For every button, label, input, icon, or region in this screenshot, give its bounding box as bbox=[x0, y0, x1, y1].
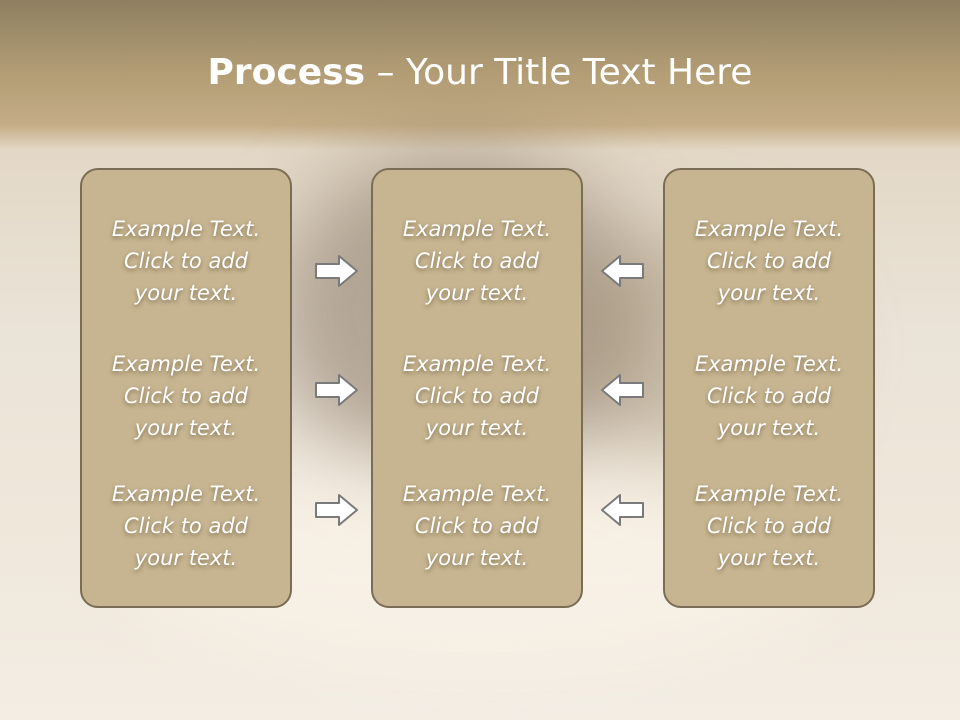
text-line: your text. bbox=[134, 546, 238, 570]
text-line: Click to add bbox=[123, 514, 248, 538]
text-line: your text. bbox=[717, 546, 821, 570]
text-line: Click to add bbox=[414, 384, 539, 408]
process-panel-right: Example Text. Click to add your text. Ex… bbox=[663, 168, 875, 608]
text-line: Click to add bbox=[414, 249, 539, 273]
left-arrow-icon bbox=[601, 494, 644, 526]
text-line: your text. bbox=[425, 546, 529, 570]
text-line: Click to add bbox=[706, 249, 831, 273]
title-bold: Process bbox=[207, 52, 366, 93]
text-placeholder[interactable]: Example Text. Click to add your text. bbox=[82, 478, 290, 574]
process-panel-left: Example Text. Click to add your text. Ex… bbox=[80, 168, 292, 608]
text-line: Example Text. bbox=[402, 352, 552, 376]
text-line: Click to add bbox=[706, 384, 831, 408]
text-placeholder[interactable]: Example Text. Click to add your text. bbox=[373, 478, 581, 574]
text-placeholder[interactable]: Example Text. Click to add your text. bbox=[665, 213, 873, 309]
text-line: Click to add bbox=[123, 384, 248, 408]
text-line: Example Text. bbox=[402, 482, 552, 506]
text-line: Example Text. bbox=[694, 482, 844, 506]
text-line: Example Text. bbox=[694, 352, 844, 376]
text-placeholder[interactable]: Example Text. Click to add your text. bbox=[373, 348, 581, 444]
left-arrow-icon bbox=[601, 255, 644, 287]
text-placeholder[interactable]: Example Text. Click to add your text. bbox=[665, 478, 873, 574]
text-line: your text. bbox=[717, 281, 821, 305]
text-placeholder[interactable]: Example Text. Click to add your text. bbox=[373, 213, 581, 309]
text-line: Click to add bbox=[123, 249, 248, 273]
text-placeholder[interactable]: Example Text. Click to add your text. bbox=[665, 348, 873, 444]
text-placeholder[interactable]: Example Text. Click to add your text. bbox=[82, 348, 290, 444]
text-line: Example Text. bbox=[694, 217, 844, 241]
text-line: your text. bbox=[425, 281, 529, 305]
right-arrow-icon bbox=[315, 255, 358, 287]
text-line: your text. bbox=[134, 416, 238, 440]
right-arrow-icon bbox=[315, 494, 358, 526]
text-line: Example Text. bbox=[111, 482, 261, 506]
title-rest: – Your Title Text Here bbox=[365, 52, 753, 93]
process-panel-center: Example Text. Click to add your text. Ex… bbox=[371, 168, 583, 608]
left-arrow-icon bbox=[601, 374, 644, 406]
text-line: your text. bbox=[425, 416, 529, 440]
text-line: Example Text. bbox=[111, 352, 261, 376]
text-placeholder[interactable]: Example Text. Click to add your text. bbox=[82, 213, 290, 309]
text-line: Example Text. bbox=[111, 217, 261, 241]
right-arrow-icon bbox=[315, 374, 358, 406]
text-line: Example Text. bbox=[402, 217, 552, 241]
text-line: your text. bbox=[717, 416, 821, 440]
text-line: Click to add bbox=[414, 514, 539, 538]
text-line: Click to add bbox=[706, 514, 831, 538]
slide-title[interactable]: Process – Your Title Text Here bbox=[0, 52, 960, 93]
text-line: your text. bbox=[134, 281, 238, 305]
